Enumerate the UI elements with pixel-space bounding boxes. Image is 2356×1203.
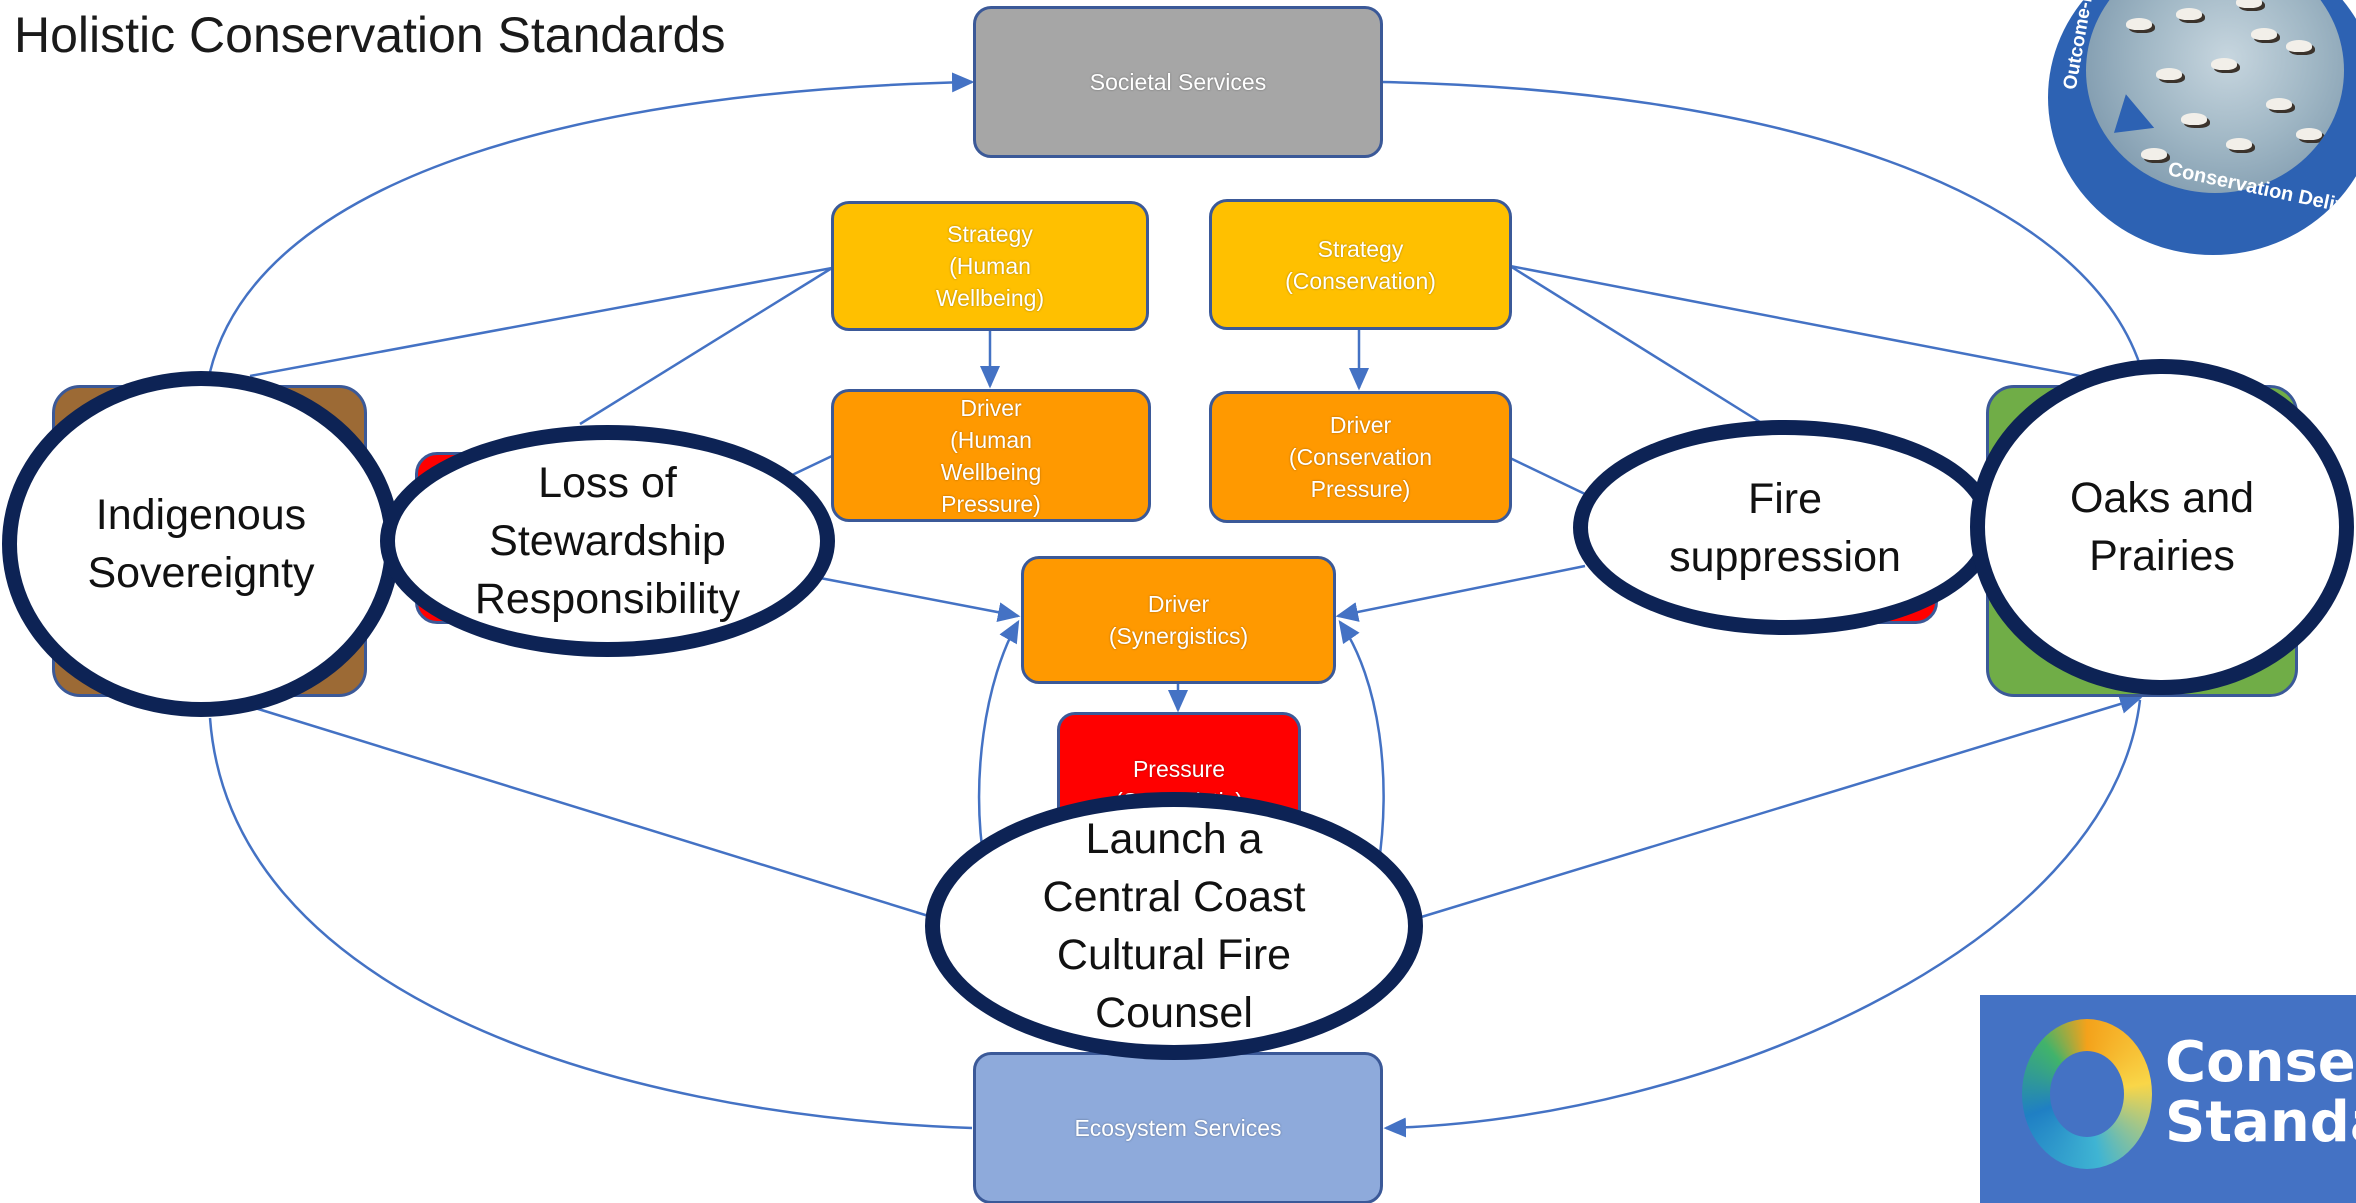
line-strategy-conservation-to-oaks — [1509, 264, 2081, 378]
oaks-and-prairies-text: Oaks and Prairies — [2069, 474, 2255, 580]
line-stewardship-driver-human — [789, 454, 833, 478]
line-driver-conservation-to-fire — [1509, 456, 1586, 496]
strategy-conservation-box: Strategy (Conservation) — [1209, 199, 1512, 330]
cs-logo-text: Conserv Standar — [2165, 1030, 2356, 1155]
indigenous-sovereignty-text: Indigenous Sovereignty — [87, 491, 315, 597]
strategy-human-wellbeing-label: Strategy (Human Wellbeing) — [935, 221, 1045, 311]
line-indigenous-strategy-human — [249, 266, 833, 378]
snow-geese-photo — [2086, 0, 2344, 193]
driver-human-wellbeing-label: Driver (Human Wellbeing Pressure) — [940, 394, 1042, 517]
line-stewardship-to-driver-synergistics — [819, 576, 1021, 623]
oaks-and-prairies-callout: Oaks and Prairies — [1970, 359, 2354, 695]
ecosystem-services-label: Ecosystem Services — [1074, 1115, 1282, 1141]
line-launch-to-oaks — [1417, 694, 2143, 920]
loss-of-stewardship-text: Loss of Stewardship Responsibility — [474, 459, 741, 623]
loss-of-stewardship-callout: Loss of Stewardship Responsibility — [380, 425, 835, 657]
driver-conservation-label: Driver (Conservation Pressure) — [1288, 412, 1433, 502]
launch-fire-counsel-callout: Launch a Central Coast Cultural Fire Cou… — [925, 792, 1423, 1060]
arc-ecosystem-to-indigenous — [208, 717, 973, 1130]
fire-suppression-callout: Fire suppression — [1573, 420, 1997, 635]
outcome-based-conservation-badge: Outcome-based Conservation Delive — [2048, 0, 2356, 255]
driver-human-wellbeing-box: Driver (Human Wellbeing Pressure) — [831, 389, 1151, 522]
driver-synergistics-box: Driver (Synergistics) — [1021, 556, 1336, 684]
arc-oaks-to-ecosystem — [1383, 699, 2142, 1138]
fire-suppression-text: Fire suppression — [1669, 474, 1901, 581]
line-indigenous-to-launch — [254, 706, 936, 920]
line-stewardship-strategy-human — [579, 266, 833, 426]
launch-fire-counsel-text: Launch a Central Coast Cultural Fire Cou… — [1042, 815, 1306, 1037]
societal-services-box: Societal Services — [973, 6, 1383, 158]
arc-indigenous-to-societal — [208, 72, 975, 373]
slide-title: Holistic Conservation Standards — [14, 7, 726, 63]
line-strategy-conservation-to-fire — [1509, 264, 1761, 424]
arc-launch-to-driver-left — [977, 619, 1020, 869]
driver-synergistics-label: Driver (Synergistics) — [1108, 591, 1249, 649]
arc-societal-to-oaks — [1381, 80, 2142, 366]
driver-conservation-box: Driver (Conservation Pressure) — [1209, 391, 1512, 523]
indigenous-sovereignty-callout: Indigenous Sovereignty — [2, 371, 400, 717]
ecosystem-services-box: Ecosystem Services — [973, 1052, 1383, 1203]
strategy-conservation-label: Strategy (Conservation) — [1285, 235, 1436, 294]
line-fire-to-driver-synergistics — [1335, 564, 1586, 622]
strategy-human-wellbeing-box: Strategy (Human Wellbeing) — [831, 201, 1149, 331]
cs-ring-icon — [2022, 1019, 2152, 1169]
conservation-standards-logo: Conserv Standar — [1980, 995, 2356, 1203]
arc-launch-to-driver-right — [1338, 619, 1385, 869]
societal-services-label: Societal Services — [1089, 69, 1267, 95]
